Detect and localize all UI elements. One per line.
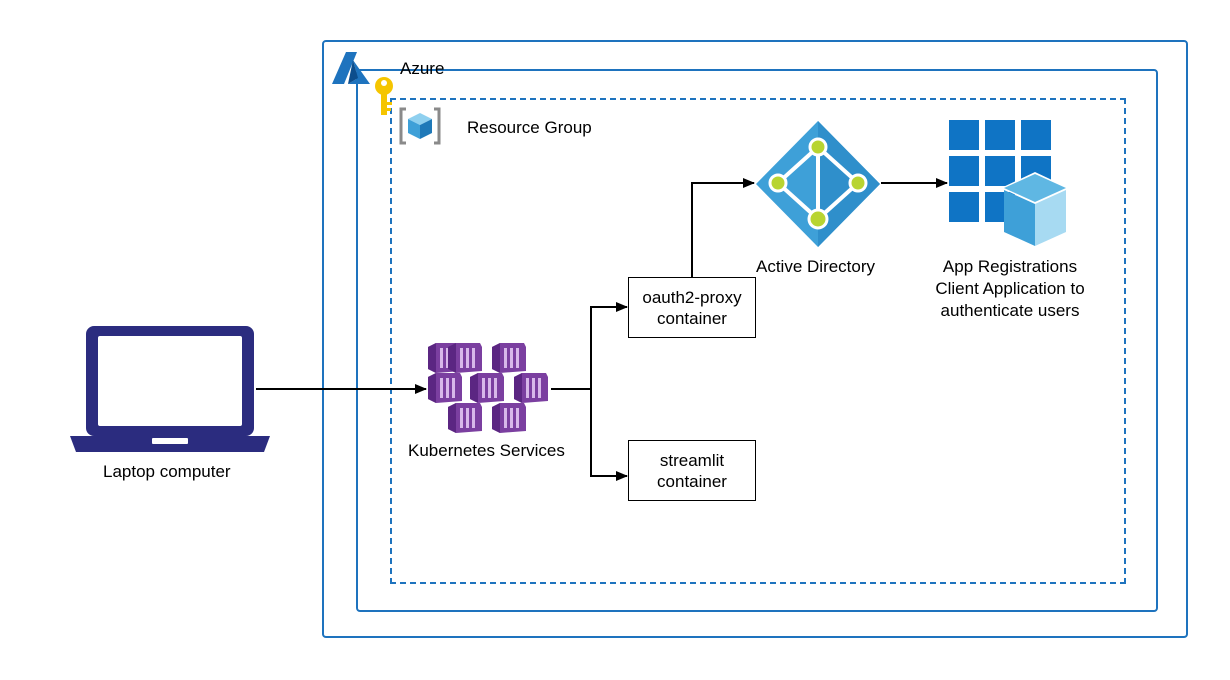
app-registrations-line3: authenticate users bbox=[940, 301, 1080, 320]
resource-group-icon bbox=[399, 107, 441, 145]
oauth-to-active-directory-arrow bbox=[691, 178, 755, 277]
branch-to-oauth-arrow bbox=[590, 302, 628, 389]
azure-subscription-frame bbox=[322, 40, 1188, 638]
kubernetes-icon bbox=[428, 343, 548, 433]
resource-group-label: Resource Group bbox=[467, 118, 592, 137]
app-registrations-icon bbox=[949, 120, 1069, 246]
streamlit-box-line1: streamlit bbox=[659, 450, 725, 470]
active-directory-label: Active Directory bbox=[756, 257, 876, 276]
app-registrations-label: App Registrations Client Application to … bbox=[915, 256, 1105, 322]
resource-group-frame bbox=[390, 98, 1126, 584]
branch-to-streamlit-arrow bbox=[590, 389, 628, 481]
kubernetes-label: Kubernetes Services bbox=[408, 441, 565, 460]
laptop-label: Laptop computer bbox=[103, 462, 231, 481]
app-registrations-line2: Client Application to bbox=[935, 279, 1085, 298]
streamlit-box: streamlit container bbox=[628, 440, 756, 501]
laptop-icon bbox=[70, 326, 270, 452]
azure-logo-icon bbox=[332, 52, 370, 84]
azure-label: Azure bbox=[400, 59, 445, 78]
streamlit-box-line2: container bbox=[657, 471, 727, 491]
azure-frame bbox=[356, 69, 1158, 612]
active-directory-icon bbox=[756, 121, 880, 247]
app-registrations-line1: App Registrations bbox=[942, 257, 1078, 276]
key-icon bbox=[375, 77, 393, 115]
oauth2-proxy-box-line2: container bbox=[657, 308, 727, 328]
oauth2-proxy-box: oauth2-proxy container bbox=[628, 277, 756, 338]
oauth2-proxy-box-line1: oauth2-proxy bbox=[642, 287, 742, 307]
